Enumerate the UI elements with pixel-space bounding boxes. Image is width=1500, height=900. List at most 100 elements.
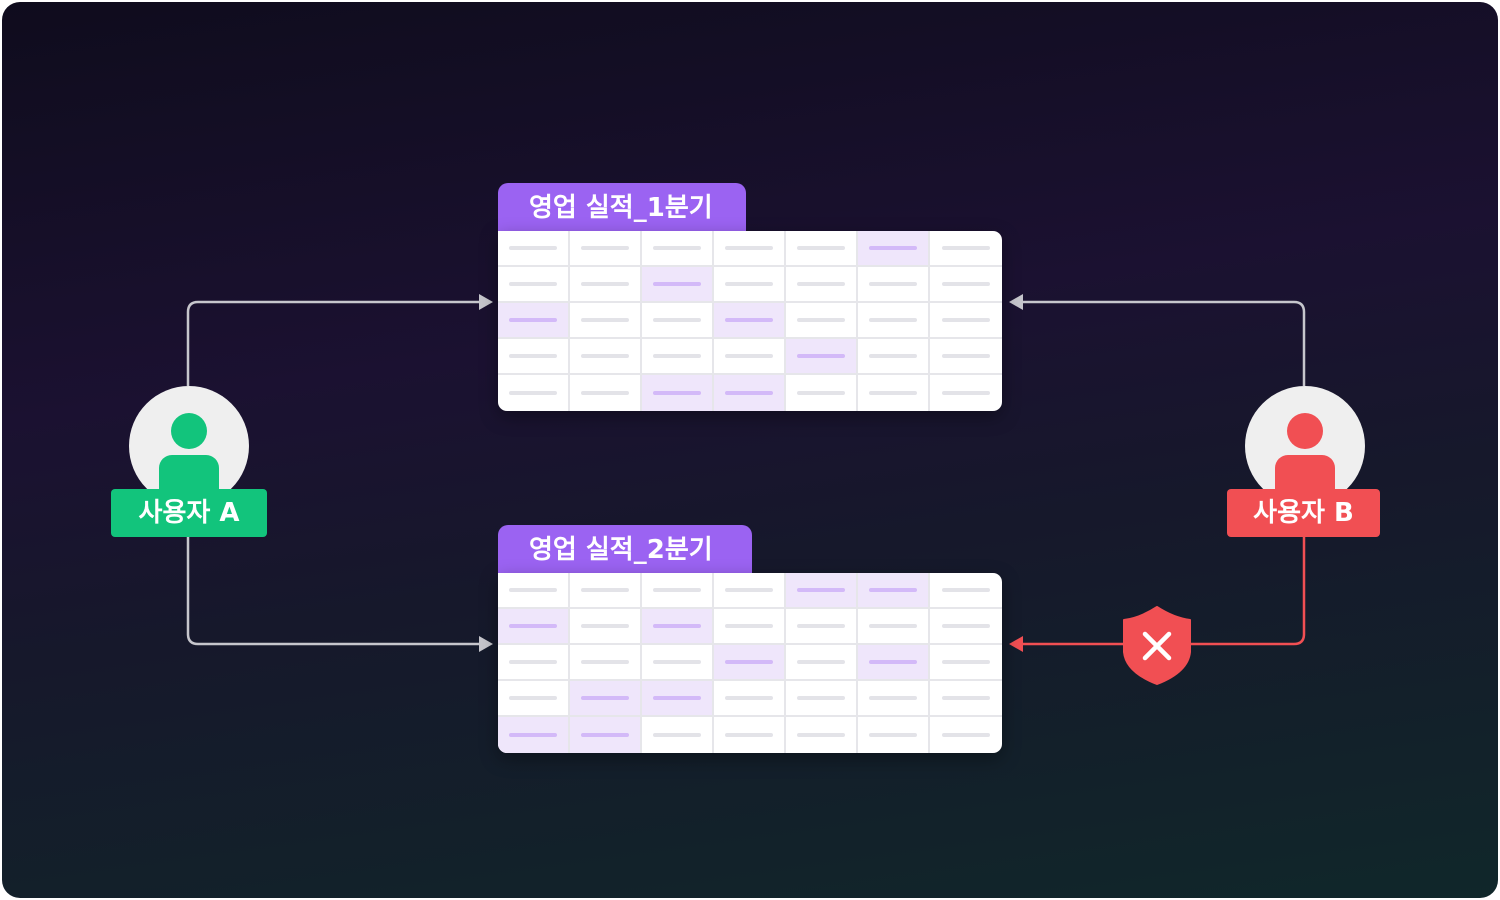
cell-placeholder (942, 318, 990, 322)
cell-placeholder (509, 624, 557, 628)
arrowhead-user-b-sheet-1 (1009, 294, 1023, 310)
sheet-cell (498, 231, 570, 267)
sheet-cell (642, 303, 714, 339)
sheet-tab-q2: 영업 실적_2분기 (498, 525, 752, 575)
connector-user-a-sheet-2 (186, 536, 490, 646)
cell-placeholder (653, 696, 701, 700)
user-a-avatar (129, 386, 249, 506)
cell-placeholder (725, 696, 773, 700)
cell-placeholder (653, 588, 701, 592)
cell-placeholder (869, 733, 917, 737)
cell-placeholder (581, 246, 629, 250)
sheet-grid-q2 (498, 573, 1002, 753)
sheet-cell (498, 267, 570, 303)
sheet-cell (714, 231, 786, 267)
cell-placeholder (725, 588, 773, 592)
cell-placeholder (869, 246, 917, 250)
cell-placeholder (869, 282, 917, 286)
sheet-cell (570, 339, 642, 375)
cell-placeholder (942, 733, 990, 737)
sheet-cell (786, 231, 858, 267)
cell-placeholder (725, 660, 773, 664)
cell-placeholder (509, 733, 557, 737)
cell-placeholder (509, 354, 557, 358)
cell-placeholder (797, 588, 845, 592)
cell-placeholder (653, 624, 701, 628)
sheet-cell (930, 573, 1002, 609)
sheet-cell (786, 375, 858, 411)
sheet-cell (786, 267, 858, 303)
sheet-grid-q1 (498, 231, 1002, 411)
sheet-cell (858, 375, 930, 411)
sheet-cell (786, 645, 858, 681)
cell-placeholder (942, 282, 990, 286)
sheet-cell (786, 609, 858, 645)
sheet-cell (498, 645, 570, 681)
cell-placeholder (725, 246, 773, 250)
arrowhead-user-a-sheet-2 (479, 636, 493, 652)
cell-placeholder (869, 696, 917, 700)
sheet-cell (570, 645, 642, 681)
cell-placeholder (581, 696, 629, 700)
sheet-cell (930, 267, 1002, 303)
sheet-cell (714, 573, 786, 609)
shield-x-icon (1123, 606, 1191, 685)
sheet-cell (570, 303, 642, 339)
sheet-cell (498, 681, 570, 717)
sheet-cell (858, 717, 930, 753)
arrowhead-user-a-sheet-1 (479, 294, 493, 310)
sheet-cell (570, 267, 642, 303)
cell-placeholder (509, 318, 557, 322)
sheet-cell (930, 303, 1002, 339)
sheet-cell (642, 231, 714, 267)
sheet-cell (714, 303, 786, 339)
cell-placeholder (725, 318, 773, 322)
sheet-cell (714, 681, 786, 717)
cell-placeholder (653, 391, 701, 395)
user-b-avatar (1245, 386, 1365, 506)
sheet-cell (858, 231, 930, 267)
cell-placeholder (653, 660, 701, 664)
cell-placeholder (725, 624, 773, 628)
sheet-cell (570, 573, 642, 609)
sheet-cell (714, 267, 786, 303)
sheet-cell (498, 573, 570, 609)
cell-placeholder (725, 282, 773, 286)
sheet-cell (930, 645, 1002, 681)
cell-placeholder (509, 660, 557, 664)
user-a-label: 사용자 A (111, 489, 267, 537)
cell-placeholder (581, 391, 629, 395)
cell-placeholder (942, 391, 990, 395)
sheet-cell (714, 375, 786, 411)
cell-placeholder (653, 318, 701, 322)
sheet-cell (930, 231, 1002, 267)
cell-placeholder (797, 391, 845, 395)
cell-placeholder (725, 391, 773, 395)
sheet-cell (930, 339, 1002, 375)
sheet-cell (570, 609, 642, 645)
cell-placeholder (942, 660, 990, 664)
sheet-cell (714, 717, 786, 753)
cell-placeholder (725, 733, 773, 737)
sheet-cell (786, 573, 858, 609)
cell-placeholder (942, 246, 990, 250)
sheet-cell (786, 717, 858, 753)
connector-user-b-sheet-2-denied (1014, 536, 1306, 646)
cell-placeholder (797, 282, 845, 286)
sheet-cell (858, 681, 930, 717)
sheet-cell (858, 573, 930, 609)
cell-placeholder (653, 246, 701, 250)
cell-placeholder (581, 624, 629, 628)
cell-placeholder (797, 660, 845, 664)
user-b-label: 사용자 B (1227, 489, 1380, 537)
sheet-cell (858, 339, 930, 375)
cell-placeholder (653, 282, 701, 286)
sheet-cell (714, 609, 786, 645)
connector-user-b-sheet-1 (1014, 300, 1306, 386)
sheet-cell (858, 267, 930, 303)
cell-placeholder (581, 733, 629, 737)
cell-placeholder (942, 624, 990, 628)
sheet-cell (642, 717, 714, 753)
sheet-cell (642, 339, 714, 375)
